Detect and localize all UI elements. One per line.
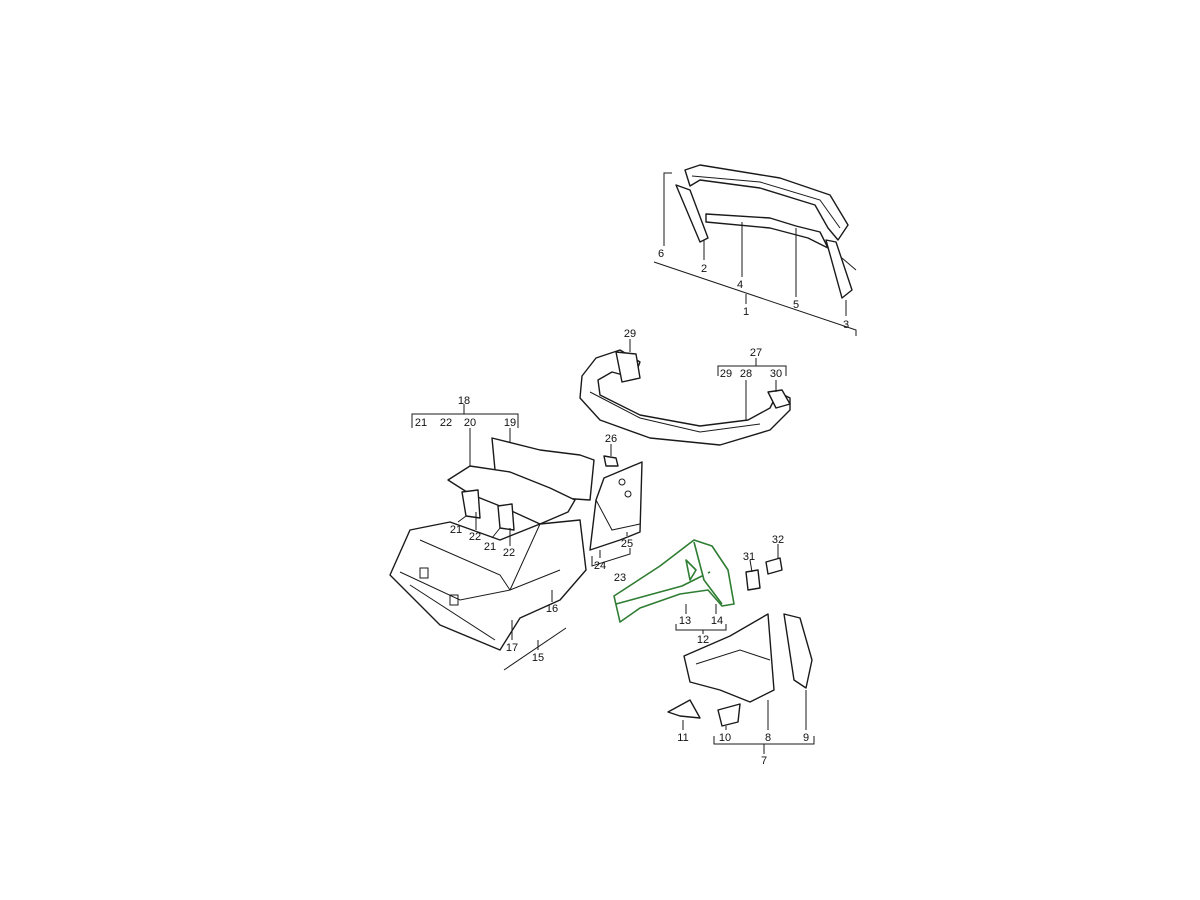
- callout-8: 8: [765, 732, 771, 744]
- callouts-group-12: 13 14 12 32 31: [675, 534, 784, 646]
- part-13: [613, 539, 735, 623]
- part-30: [767, 389, 791, 409]
- callout-32: 32: [772, 534, 784, 546]
- callout-16: 16: [546, 603, 558, 615]
- callouts-group-27: 29 27 29 28 30: [624, 328, 787, 420]
- part-8: [683, 613, 775, 703]
- callouts-group-1: 6 2 4 5 1 3: [653, 172, 857, 336]
- part-3: [825, 239, 853, 299]
- callout-10: 10: [719, 732, 731, 744]
- callout-12: 12: [697, 634, 709, 646]
- callout-22-c: 22: [503, 547, 515, 559]
- callouts-group-18-15: 18 21 22 20 19 21 22 21 22 16 17 15: [411, 395, 567, 671]
- callout-17: 17: [506, 642, 518, 654]
- part-group-23[interactable]: [589, 455, 643, 551]
- callout-21-c: 21: [484, 541, 496, 553]
- callout-22: 22: [440, 417, 452, 429]
- callout-27: 27: [750, 347, 762, 359]
- part-25: [589, 461, 643, 551]
- part-group-1[interactable]: [675, 164, 857, 299]
- callout-20: 20: [464, 417, 476, 429]
- part-11: [667, 699, 701, 719]
- part-26-bolt: [603, 455, 619, 467]
- callouts-group-23: 26 25 24 23: [591, 433, 633, 584]
- callout-30: 30: [770, 368, 782, 380]
- callout-21-b: 21: [450, 524, 462, 536]
- callout-23: 23: [614, 572, 626, 584]
- callout-22-b: 22: [469, 531, 481, 543]
- callout-26: 26: [605, 433, 617, 445]
- part-32: [765, 557, 783, 575]
- part-group-27[interactable]: [579, 349, 791, 446]
- callout-29-sub: 29: [720, 368, 732, 380]
- part-group-7[interactable]: [667, 613, 813, 727]
- part-21b: [497, 503, 515, 531]
- callout-11: 11: [677, 732, 688, 744]
- callout-18: 18: [458, 395, 470, 407]
- callout-28: 28: [740, 368, 752, 380]
- part-10: [717, 703, 741, 727]
- part-2: [675, 184, 709, 243]
- part-group-12-highlighted[interactable]: [613, 539, 783, 623]
- callout-24: 24: [594, 560, 606, 572]
- callout-13: 13: [679, 615, 691, 627]
- callout-14: 14: [711, 615, 723, 627]
- part-group-18[interactable]: [447, 437, 595, 531]
- callout-31: 31: [743, 551, 755, 563]
- callout-21: 21: [415, 417, 427, 429]
- part-9: [783, 613, 813, 689]
- part-29: [615, 351, 641, 383]
- part-4: [705, 213, 829, 249]
- callout-2: 2: [701, 263, 707, 275]
- callouts-group-7: 11 10 8 9 7: [677, 690, 815, 767]
- part-20: [447, 465, 576, 525]
- callout-9: 9: [803, 732, 809, 744]
- callout-4: 4: [737, 279, 743, 291]
- callout-6: 6: [658, 248, 664, 260]
- part-21: [461, 489, 481, 519]
- callout-19: 19: [504, 417, 516, 429]
- callout-3: 3: [843, 319, 849, 331]
- part-16: [389, 519, 587, 651]
- callout-1: 1: [743, 306, 749, 318]
- callout-15: 15: [532, 652, 544, 664]
- callout-7: 7: [761, 755, 767, 767]
- callout-5: 5: [793, 299, 799, 311]
- callout-29: 29: [624, 328, 636, 340]
- callout-25: 25: [621, 538, 633, 550]
- part-31: [745, 569, 761, 591]
- part-group-15[interactable]: [389, 519, 587, 651]
